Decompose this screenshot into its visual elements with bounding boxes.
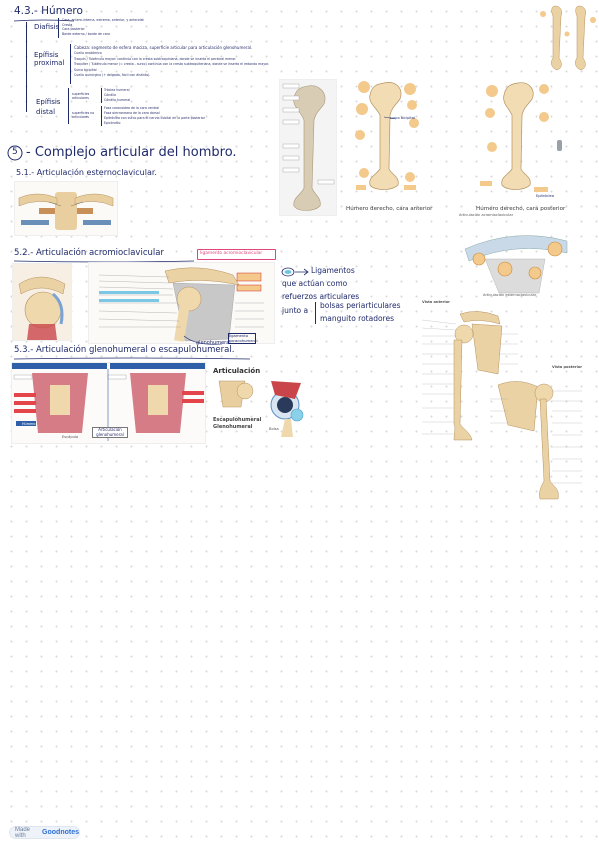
section-5-2-title: 5.2.- Articulación acromioclavicular bbox=[14, 248, 164, 258]
glenohumeral-diagram-illustration bbox=[12, 363, 205, 441]
made-with-goodnotes-badge[interactable]: Made with Goodnotes bbox=[9, 826, 80, 839]
escapula-label: Escápula bbox=[62, 435, 79, 439]
distal-point: Tróclea humeral bbox=[104, 88, 130, 92]
vista-anterior-label: Vista anterior bbox=[422, 300, 450, 304]
distal-point: Epitróclea con surco para el nervio cubi… bbox=[104, 116, 205, 120]
articulacion-title: Articulación bbox=[213, 367, 261, 375]
distal-point: Fosa coronoidea de la cara ventral bbox=[104, 106, 160, 110]
glenohumeral-diagram: Húmero Escápula Articulación glenohumera… bbox=[11, 362, 206, 444]
escapulohumeral-label: Escapulohumeral bbox=[213, 417, 262, 423]
section-5-number: 5 bbox=[12, 147, 18, 157]
superficies-no-articulares-label: superficies no articulares bbox=[72, 111, 95, 119]
epifisis-distal-brace bbox=[68, 88, 69, 124]
section-5-title: - Complejo articular del hombro. bbox=[26, 145, 237, 160]
superficies-articulares-points: Tróclea humeral Cóndilo Cóndilo humeral bbox=[104, 88, 130, 103]
acromioclavicular-3d-illustration bbox=[464, 235, 568, 294]
shoulder-posterior-illustration bbox=[490, 381, 582, 500]
coracohumeral-handwritten-label: ligamento coracohumeral bbox=[228, 333, 258, 344]
ligamentos-line-3: refuerzos articulares bbox=[282, 292, 360, 301]
diafisis-brace bbox=[58, 18, 59, 38]
section-4-3-title: 4.3.- Húmero bbox=[14, 5, 83, 17]
humerus-anterior-illustration bbox=[355, 81, 419, 190]
glenohumeral-handwritten-label: glenohumeral bbox=[196, 340, 231, 346]
shoulder-anterior-view-figure: Vista anterior bbox=[420, 300, 520, 450]
superficies-no-articulares-points: Fosa coronoidea de la cara ventral Fosa … bbox=[104, 106, 205, 126]
epifisis-proximal-point: Surco bicipital bbox=[74, 67, 97, 72]
no-articulares-brace bbox=[101, 106, 102, 126]
humerus-anterior-figure: surco bicipital Húmero derecho, cara ant… bbox=[344, 77, 432, 212]
label-lines bbox=[98, 274, 264, 328]
acromioclavicular-tag-text: ligamento acromioclavicular bbox=[200, 251, 263, 256]
ligamentos-line-4b: manguito rotadores bbox=[320, 314, 395, 323]
humerus-thumbnail bbox=[537, 4, 597, 72]
ligamentos-marker-icon bbox=[281, 267, 309, 277]
diafisis-points: Cara, antero-interna, extremo, anterior,… bbox=[62, 18, 144, 36]
distal-point: Fosa olecraneana de la cara dorsal bbox=[104, 111, 160, 115]
epifisis-proximal-point: Cuello quirúrgico (+ delgado, fácil con … bbox=[74, 73, 151, 77]
epifisis-proximal-points: Cabeza: segmento de esfera maciza, super… bbox=[74, 44, 269, 79]
ligamentos-line-4a: bolsas periarticulares bbox=[320, 301, 401, 310]
shoulder-anterior-illustration bbox=[421, 311, 518, 441]
surco-bicipital-label: surco bicipital bbox=[390, 116, 416, 120]
bolsa-label: Bolsa bbox=[269, 427, 279, 431]
humerus-bone-illustration bbox=[282, 83, 335, 211]
epitroclea-label: Epitróclea bbox=[536, 194, 554, 198]
ligamentos-line-4-prefix: junto a bbox=[282, 306, 309, 315]
articulacion-acromioclavicular-label: Articulación acromioclavicular bbox=[459, 213, 514, 217]
humerus-posterior-illustration bbox=[480, 82, 549, 192]
sternoclavicular-illustration bbox=[18, 192, 114, 230]
tree-line bbox=[26, 22, 27, 112]
ligamentos-brace bbox=[315, 302, 316, 324]
shoulder-posterior-view-figure: Vista posterior bbox=[488, 365, 584, 515]
section-5-3-underline bbox=[13, 357, 251, 360]
shoulder-joint-small-illustration bbox=[13, 264, 71, 340]
distal-point: Cóndilo bbox=[104, 93, 116, 97]
articulacion-esternoclavicular-label: Articulación esternoclavicular bbox=[483, 293, 537, 297]
humerus-photo bbox=[279, 79, 337, 216]
glenohumeral-cross-section-illustration bbox=[270, 381, 304, 437]
glenohumeral-label: Glenohumeral bbox=[213, 424, 253, 430]
diafisis-point: Borde externo / borde de cara bbox=[62, 31, 110, 36]
acromioclavicular-figure bbox=[88, 262, 275, 344]
humerus-posterior-caption: Húmero derecho, cara posterior bbox=[476, 206, 566, 212]
made-with-text: Made with bbox=[15, 826, 31, 839]
diafisis-point: Cara, antero-interna, extremo, anterior,… bbox=[62, 18, 144, 22]
epifisis-distal-label: Epífisis distal bbox=[36, 98, 61, 116]
vista-posterior-label: Vista posterior bbox=[552, 365, 583, 369]
distal-point: Cóndilo humeral bbox=[104, 98, 131, 102]
humero-label: Húmero bbox=[22, 422, 36, 426]
articulacion-bone-illustration bbox=[218, 380, 254, 408]
section-5-number-circle bbox=[7, 145, 23, 161]
diafisis-label: Diafisis bbox=[34, 23, 60, 31]
ligamentos-line-2: que actúan como bbox=[282, 279, 348, 288]
superficies-articulares-label: superficies articulares bbox=[72, 92, 90, 100]
glenohumeral-diagram-label: Articulación glenohumeral bbox=[92, 427, 128, 439]
distal-point: Epicóndilo bbox=[104, 121, 121, 125]
ligamentos-line-1: Ligamentos bbox=[311, 266, 355, 275]
shoulder-joint-small-figure bbox=[12, 263, 72, 341]
section-5-1-title: 5.1.- Articulación esternoclavicular. bbox=[16, 168, 157, 177]
acromioclavicular-tag: ligamento acromioclavicular bbox=[197, 249, 276, 260]
epifisis-proximal-point: Troquíter / Tubérculo menor (= cresta - … bbox=[74, 62, 270, 66]
humerus-thumbnail-illustration bbox=[540, 5, 596, 71]
glenohumeral-arrow bbox=[183, 335, 223, 345]
articulacion-figure: Articulación Escapulohumeral Glenohumera… bbox=[213, 367, 313, 439]
epifisis-proximal-point: Cuello anatómico bbox=[74, 51, 102, 55]
diafisis-point: Cara posterior bbox=[62, 27, 85, 32]
title-underline bbox=[13, 19, 75, 22]
sternoclavicular-figure bbox=[14, 181, 118, 236]
humerus-posterior-figure: Epitróclea Húmero derecho, cara posterio… bbox=[470, 77, 565, 212]
epifisis-proximal-point: Troquín / Tubérculo mayor: continúa con … bbox=[74, 56, 237, 61]
section-5-3-title: 5.3.- Articulación glenohumeral o escapu… bbox=[14, 345, 235, 355]
articulares-brace bbox=[101, 88, 102, 103]
epifisis-proximal-label: Epífisis proximal bbox=[34, 51, 65, 67]
epifisis-proximal-brace bbox=[70, 44, 71, 84]
humerus-anterior-caption: Húmero derecho, cara anterior bbox=[346, 206, 433, 212]
side-scroll-handle[interactable] bbox=[557, 140, 562, 151]
epifisis-proximal-point: Cabeza: segmento de esfera maciza, super… bbox=[74, 45, 253, 50]
diafisis-point: Cresta bbox=[62, 22, 73, 27]
acromioclavicular-illustration bbox=[98, 267, 264, 342]
acromioclavicular-3d-figure: Articulación acromioclavicular Articulac… bbox=[455, 213, 575, 303]
goodnotes-brand: Goodnotes bbox=[42, 829, 79, 836]
